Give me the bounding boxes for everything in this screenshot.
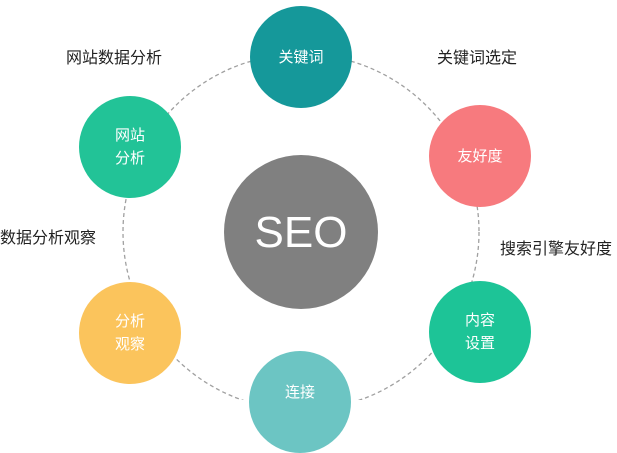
- node-analysis-observation-label: 分析观察: [114, 312, 145, 353]
- node-friendliness: 友好度: [429, 105, 531, 207]
- node-analysis-observation: 分析观察: [79, 282, 181, 384]
- node-friendliness-label: 友好度: [457, 146, 503, 165]
- node-website-analysis: 网站分析: [79, 96, 181, 198]
- annotation-website-data-analysis: 网站数据分析: [66, 48, 163, 67]
- center-node-seo-label: SEO: [254, 207, 348, 257]
- node-website-analysis-label: 网站分析: [114, 126, 145, 167]
- dashed-ring-connector: [122, 53, 480, 400]
- node-keywords: 关键词: [250, 6, 352, 108]
- annotation-data-analysis-observation: 数据分析观察: [0, 228, 97, 247]
- center-node-seo: SEO: [224, 155, 378, 309]
- node-content-setup-label: 内容设置: [464, 311, 495, 352]
- annotation-search-engine-friendliness: 搜索引擎友好度: [500, 239, 613, 258]
- node-links-label: 连接: [284, 383, 315, 401]
- node-keywords-label: 关键词: [278, 47, 324, 66]
- node-links: 连接: [249, 351, 351, 453]
- node-content-setup: 内容设置: [429, 281, 531, 383]
- annotation-keyword-selection: 关键词选定: [437, 48, 518, 67]
